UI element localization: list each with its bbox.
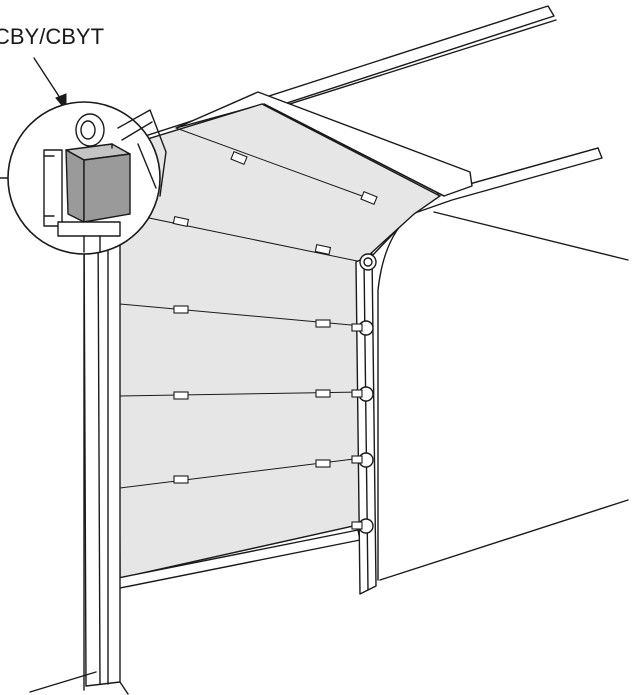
left-door-frame bbox=[29, 211, 129, 695]
side-wall bbox=[377, 211, 629, 581]
right-vertical-track bbox=[351, 253, 377, 595]
sensor-model-label: CBY/CBYT bbox=[0, 24, 105, 49]
sensor-detail-magnifier bbox=[7, 101, 167, 255]
door-top-header bbox=[175, 91, 473, 197]
